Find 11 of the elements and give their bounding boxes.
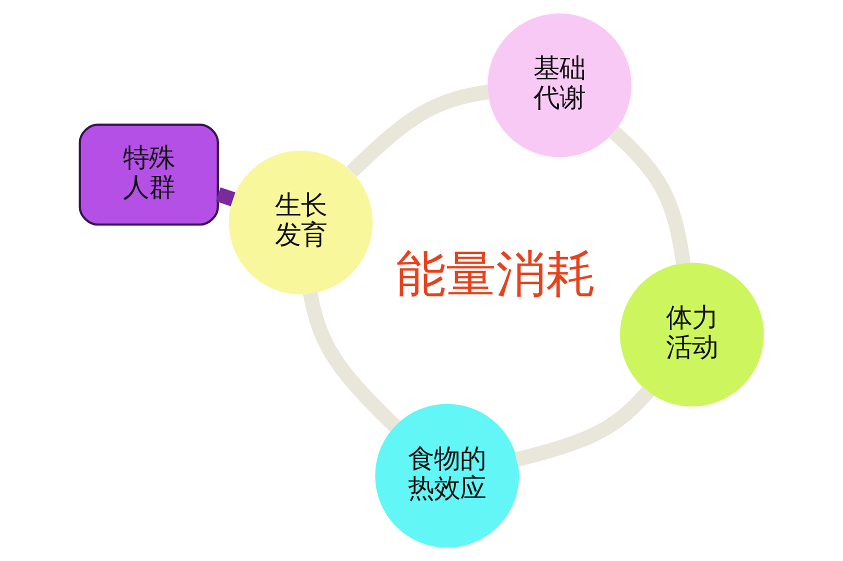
connector bbox=[346, 84, 490, 177]
node-circle: 生长发育 bbox=[228, 150, 373, 294]
connector bbox=[608, 126, 691, 265]
connector bbox=[303, 292, 400, 432]
connector bbox=[216, 187, 236, 206]
node-circle: 基础代谢 bbox=[488, 13, 632, 158]
connector bbox=[514, 386, 654, 467]
node-circle: 食物的热效应 bbox=[375, 404, 520, 548]
node-circle: 体力活动 bbox=[620, 262, 764, 407]
node-box: 特殊人群 bbox=[78, 124, 219, 226]
label: 能量消耗 bbox=[396, 245, 596, 304]
